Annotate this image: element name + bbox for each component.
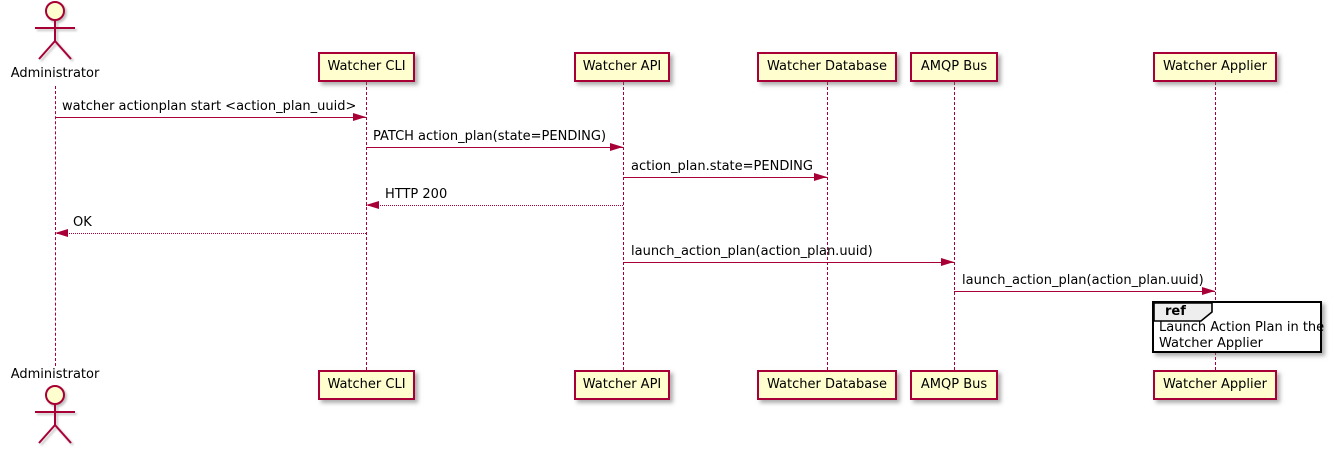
ref-text-line1: Launch Action Plan in the [1159, 320, 1325, 335]
lifeline-administrator [55, 86, 56, 366]
message-label: OK [73, 215, 92, 230]
arrowhead-right-icon [1202, 287, 1215, 295]
message-line [623, 177, 827, 178]
participant-amqp-bus-top: AMQP Bus [910, 52, 998, 82]
lifeline-watcher-applier [1215, 82, 1216, 370]
actor-stick-figure-icon [35, 1, 75, 60]
ref-text-line2: Watcher Applier [1159, 336, 1263, 351]
participant-watcher-database-bottom: Watcher Database [757, 370, 897, 400]
message-label: action_plan.state=PENDING [631, 159, 813, 174]
ref-keyword: ref [1165, 304, 1186, 319]
arrowhead-right-icon [610, 143, 623, 151]
message-line [954, 291, 1215, 292]
ref-fragment: ref Launch Action Plan in the Watcher Ap… [1152, 301, 1324, 353]
message-label: PATCH action_plan(state=PENDING) [373, 129, 607, 144]
lifeline-amqp-bus [954, 82, 955, 370]
lifeline-watcher-api [623, 82, 624, 370]
arrowhead-left-icon [55, 229, 68, 237]
arrowhead-left-icon [366, 201, 379, 209]
ref-text: Launch Action Plan in the Watcher Applie… [1159, 320, 1324, 352]
participant-amqp-bus-bottom: AMQP Bus [910, 370, 998, 400]
ref-tab-pentagon-icon [1153, 302, 1213, 322]
participant-watcher-api-top: Watcher API [574, 52, 670, 82]
lifeline-watcher-cli [366, 82, 367, 370]
arrowhead-right-icon [941, 258, 954, 266]
message-line [366, 205, 623, 206]
message-label: HTTP 200 [385, 187, 448, 202]
arrowhead-right-icon [353, 113, 366, 121]
participant-watcher-applier-bottom: Watcher Applier [1153, 370, 1277, 400]
participant-watcher-api-bottom: Watcher API [574, 370, 670, 400]
actor-label-top: Administrator [10, 66, 100, 81]
message-label: launch_action_plan(action_plan.uuid) [631, 244, 873, 259]
actor-label-bottom: Administrator [10, 367, 100, 382]
arrowhead-right-icon [814, 173, 827, 181]
message-line [55, 117, 366, 118]
message-line [623, 262, 954, 263]
actor-stick-figure-icon [35, 385, 75, 444]
message-label: watcher actionplan start <action_plan_uu… [62, 99, 357, 114]
participant-watcher-cli-top: Watcher CLI [318, 52, 415, 82]
lifeline-watcher-database [827, 82, 828, 370]
message-label: launch_action_plan(action_plan.uuid) [962, 273, 1204, 288]
message-line [366, 147, 623, 148]
participant-watcher-applier-top: Watcher Applier [1153, 52, 1277, 82]
participant-watcher-database-top: Watcher Database [757, 52, 897, 82]
participant-watcher-cli-bottom: Watcher CLI [318, 370, 415, 400]
message-line [55, 233, 366, 234]
